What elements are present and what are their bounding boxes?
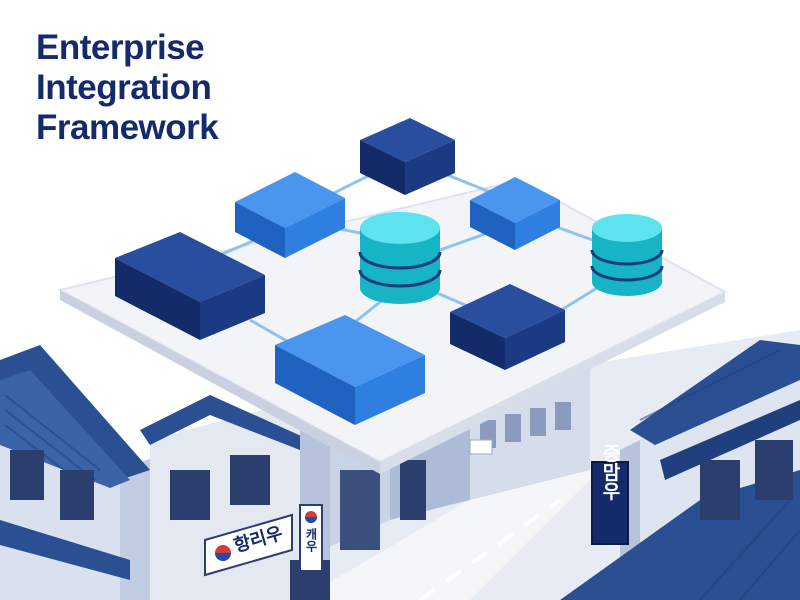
title-line-3: Framework bbox=[36, 108, 219, 147]
vertical-sign-right: 증맘우 bbox=[591, 444, 629, 545]
navy-block-right bbox=[450, 284, 565, 370]
database-icon-right bbox=[590, 214, 664, 296]
title-line-1: Enterprise bbox=[36, 28, 205, 67]
blue-block-right bbox=[470, 177, 560, 250]
blue-block-bottom bbox=[275, 315, 425, 425]
page-title: Enterprise Integration Framework bbox=[36, 28, 219, 148]
platform bbox=[57, 178, 728, 474]
pole-sign-text: 캐우 bbox=[304, 528, 318, 553]
navy-block-large bbox=[115, 232, 265, 340]
database-icon-center bbox=[358, 212, 442, 304]
navy-block-top bbox=[360, 118, 455, 195]
title-line-2: Integration bbox=[36, 68, 212, 107]
shop-sign-left: 항리우 bbox=[204, 513, 293, 577]
pole-sign: 캐우 bbox=[299, 504, 323, 572]
blue-block-left bbox=[235, 172, 345, 258]
vertical-sign-right-text: 증맘우 bbox=[599, 444, 621, 502]
